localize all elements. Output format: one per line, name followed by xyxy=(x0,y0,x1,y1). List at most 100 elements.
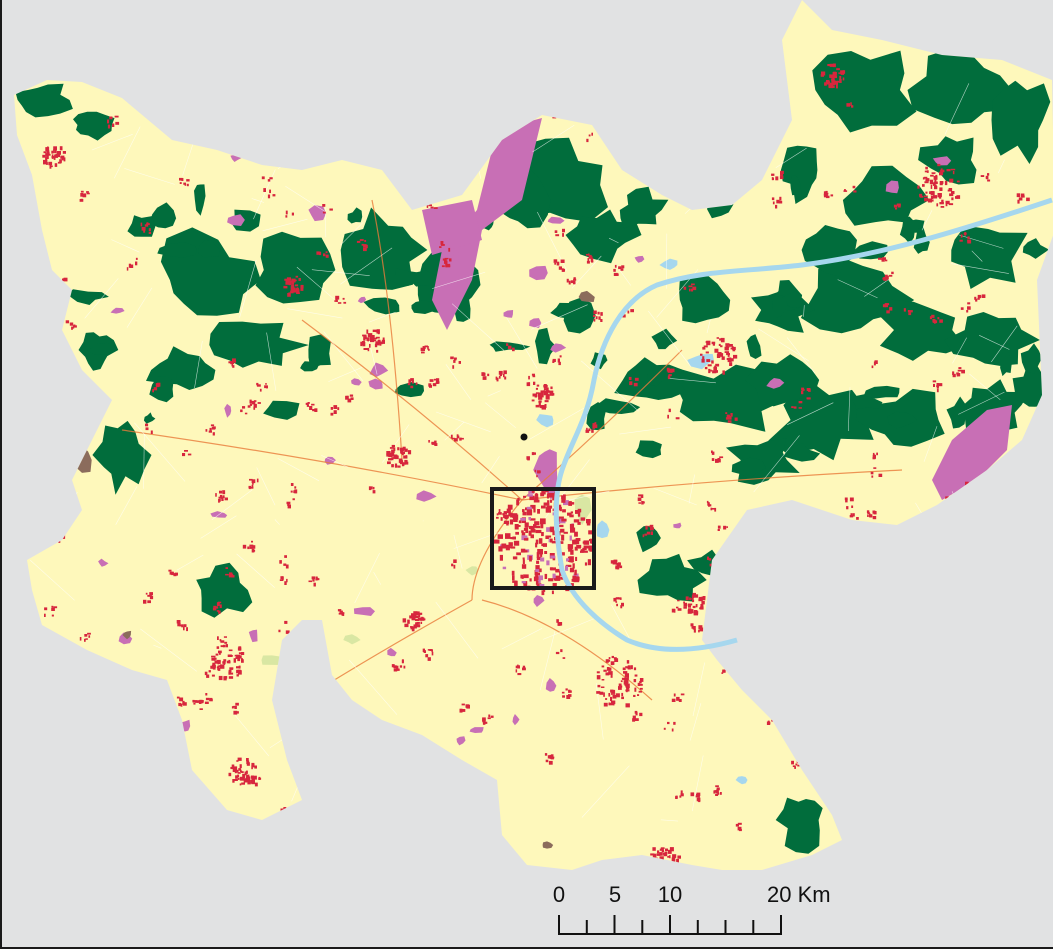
village-block xyxy=(342,612,345,615)
village-block xyxy=(345,782,348,787)
industrial-patch xyxy=(456,736,466,746)
water-body xyxy=(596,520,610,539)
urban-block xyxy=(363,338,366,341)
village-block xyxy=(81,761,84,766)
minor-road xyxy=(341,737,376,764)
village-block xyxy=(648,525,651,528)
urban-block xyxy=(548,491,555,498)
urban-block xyxy=(552,512,555,516)
village-block xyxy=(40,693,43,696)
village-block xyxy=(174,572,178,576)
urban-block xyxy=(502,566,507,570)
village-block xyxy=(961,369,965,374)
urban-block xyxy=(222,661,226,664)
urban-block xyxy=(388,458,392,461)
urban-block xyxy=(676,862,679,867)
village-block xyxy=(715,458,719,463)
urban-block xyxy=(715,363,720,367)
village-block xyxy=(79,792,83,794)
village-block xyxy=(375,824,379,827)
village-block xyxy=(209,697,213,701)
village-block xyxy=(231,706,234,709)
village-block xyxy=(333,410,337,414)
urban-block xyxy=(603,692,605,697)
urban-block xyxy=(956,180,960,183)
urban-block xyxy=(661,849,664,853)
village-block xyxy=(965,481,969,486)
village-block xyxy=(613,559,618,563)
village-block xyxy=(212,426,216,429)
urban-block xyxy=(244,771,247,776)
village-block xyxy=(179,624,182,627)
village-block xyxy=(232,360,237,363)
village-block xyxy=(79,637,82,641)
village-block xyxy=(568,694,572,697)
village-block xyxy=(107,729,110,733)
urban-block xyxy=(720,337,725,343)
village-block xyxy=(329,137,333,141)
village-block xyxy=(145,423,149,427)
village-block xyxy=(496,377,499,382)
village-block xyxy=(929,316,932,320)
urban-block xyxy=(706,340,711,346)
urban-block xyxy=(625,703,630,708)
urban-block xyxy=(493,539,500,544)
village-block xyxy=(411,380,414,384)
urban-block xyxy=(507,546,513,549)
village-block xyxy=(179,697,184,702)
village-block xyxy=(935,556,938,560)
village-block xyxy=(278,629,281,633)
urban-block xyxy=(533,506,536,510)
urban-block xyxy=(374,343,378,348)
village-block xyxy=(714,507,717,512)
village-block xyxy=(959,239,963,242)
village-block xyxy=(453,559,457,563)
village-block xyxy=(852,513,855,517)
urban-block xyxy=(286,279,290,284)
village-block xyxy=(615,565,619,569)
village-block xyxy=(496,516,499,519)
village-block xyxy=(482,717,484,721)
village-block xyxy=(771,197,775,201)
urban-block xyxy=(708,368,711,374)
village-block xyxy=(259,388,262,392)
village-block xyxy=(69,322,74,326)
urban-block xyxy=(398,458,403,463)
urban-block xyxy=(411,629,415,632)
urban-block xyxy=(660,872,664,875)
urban-block xyxy=(288,281,291,285)
village-block xyxy=(807,707,811,710)
scale-bar: 0 5 10 20 Km xyxy=(553,882,831,935)
urban-block xyxy=(537,580,541,584)
village-block xyxy=(797,653,800,656)
village-block xyxy=(896,722,899,726)
village-block xyxy=(292,498,295,501)
urban-block xyxy=(552,530,555,536)
village-block xyxy=(873,511,877,515)
village-block xyxy=(343,783,348,787)
village-block xyxy=(924,614,927,617)
village-block xyxy=(311,819,315,822)
village-block xyxy=(645,525,648,530)
minor-road xyxy=(340,222,364,246)
village-block xyxy=(727,602,730,605)
village-block xyxy=(864,617,867,622)
village-block xyxy=(967,486,970,491)
village-block xyxy=(249,113,253,117)
village-block xyxy=(554,111,557,115)
village-block xyxy=(56,437,61,440)
village-block xyxy=(866,510,870,513)
village-block xyxy=(75,796,78,800)
village-block xyxy=(560,106,562,111)
village-block xyxy=(531,452,535,456)
village-block xyxy=(957,369,962,372)
urban-block xyxy=(215,653,219,656)
urban-block xyxy=(729,362,733,366)
village-block xyxy=(675,130,678,133)
village-block xyxy=(967,306,971,310)
village-block xyxy=(802,660,806,662)
village-block xyxy=(244,114,248,119)
village-block xyxy=(316,777,321,781)
urban-block xyxy=(546,390,550,393)
village-block xyxy=(454,438,458,442)
